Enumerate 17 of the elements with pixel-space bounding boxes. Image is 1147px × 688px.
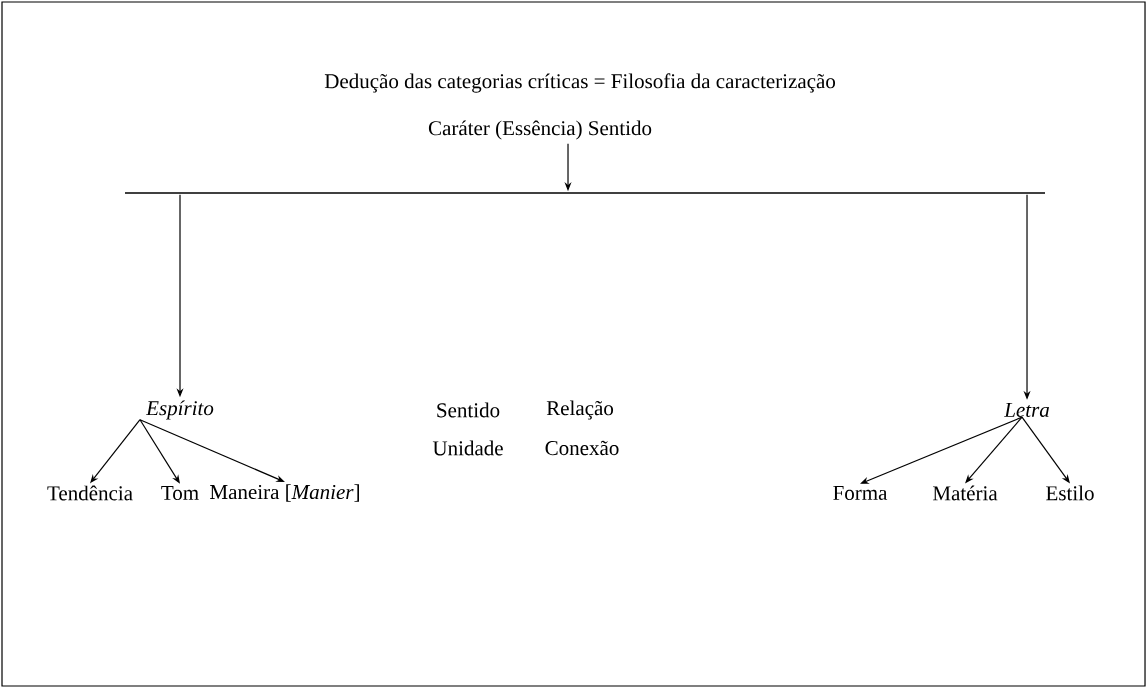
arrow <box>139 419 180 484</box>
title: Dedução das categorias críticas = Filosofia da caracterização <box>324 73 836 93</box>
node-text: Tendência <box>47 485 133 501</box>
node-text: Caráter (Essência) Sentido <box>428 120 652 140</box>
node-text: Tom <box>161 486 199 500</box>
node-text: Estilo <box>1046 485 1094 501</box>
node-text: Maneira [Manier] <box>210 484 359 502</box>
label: Unidade <box>432 440 503 456</box>
node-text: Matéria <box>933 485 998 501</box>
label: Sentido <box>437 402 500 418</box>
label: Conexão <box>545 440 619 456</box>
label: Relação <box>546 400 614 420</box>
arrow <box>860 416 1023 484</box>
node-text: Forma <box>833 486 888 500</box>
node-text: Espírito <box>145 400 214 420</box>
arrow <box>139 419 285 483</box>
node-text: Letra <box>1004 403 1049 417</box>
